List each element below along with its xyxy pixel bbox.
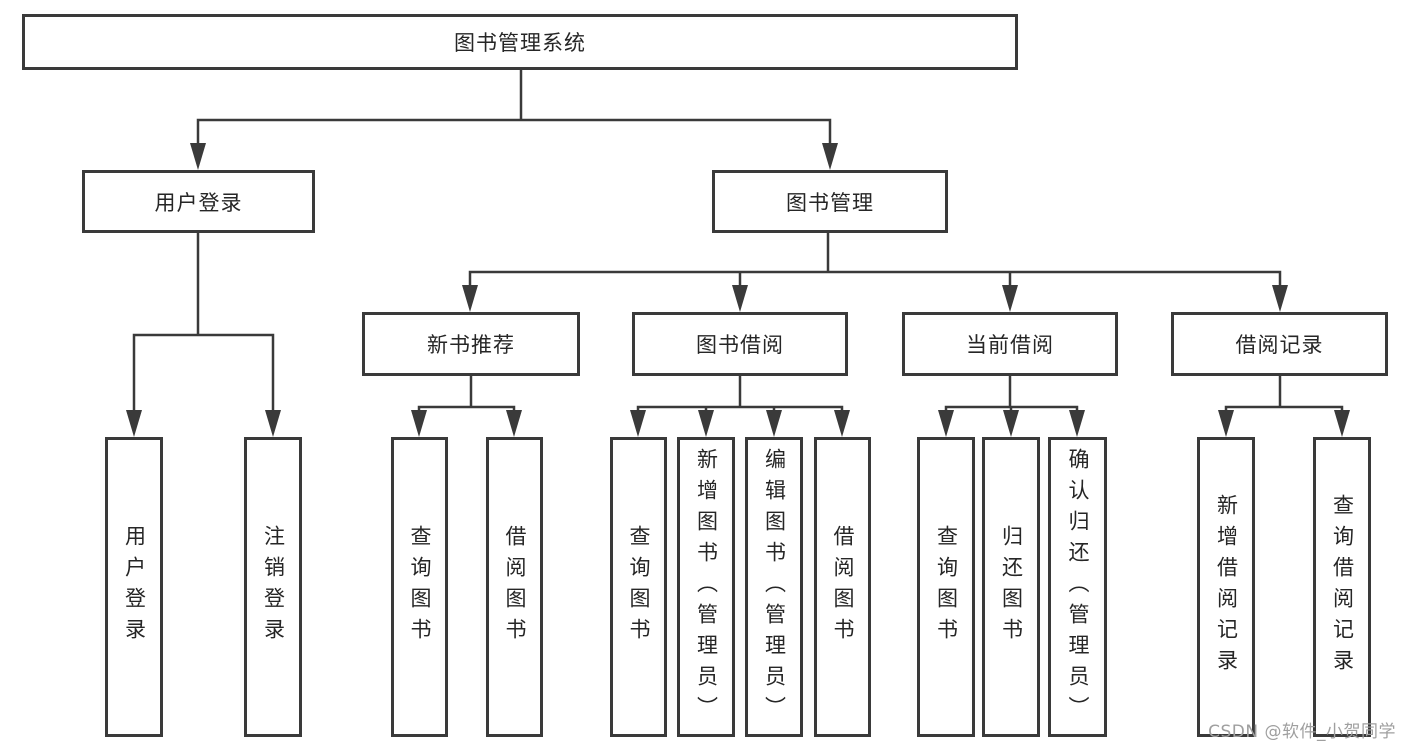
leaf-add-book-admin: 新增图书（管理员） [677,437,735,737]
node-book-borrowing: 图书借阅 [632,312,848,376]
csdn-watermark: CSDN @软件_小贺同学 [1208,722,1396,742]
node-book-management: 图书管理 [712,170,948,233]
node-new-book-recommendation: 新书推荐 [362,312,580,376]
node-current-borrowing: 当前借阅 [902,312,1118,376]
leaf-query-books-recommend: 查询图书 [391,437,448,737]
node-borrowing-records: 借阅记录 [1171,312,1388,376]
leaf-borrow-books-recommend: 借阅图书 [486,437,543,737]
leaf-user-login: 用户登录 [105,437,163,737]
node-user-login: 用户登录 [82,170,315,233]
leaf-query-books-borrowing: 查询图书 [610,437,667,737]
leaf-borrow-books: 借阅图书 [814,437,871,737]
leaf-add-borrowing-record: 新增借阅记录 [1197,437,1255,737]
leaf-return-book: 归还图书 [982,437,1040,737]
leaf-logout: 注销登录 [244,437,302,737]
node-root-library-management-system: 图书管理系统 [22,14,1018,70]
leaf-edit-book-admin: 编辑图书（管理员） [745,437,803,737]
leaf-confirm-return-admin: 确认归还（管理员） [1048,437,1107,737]
leaf-query-books-current: 查询图书 [917,437,975,737]
arrowhead-icons [126,143,1350,437]
leaf-query-borrowing-record: 查询借阅记录 [1313,437,1371,737]
